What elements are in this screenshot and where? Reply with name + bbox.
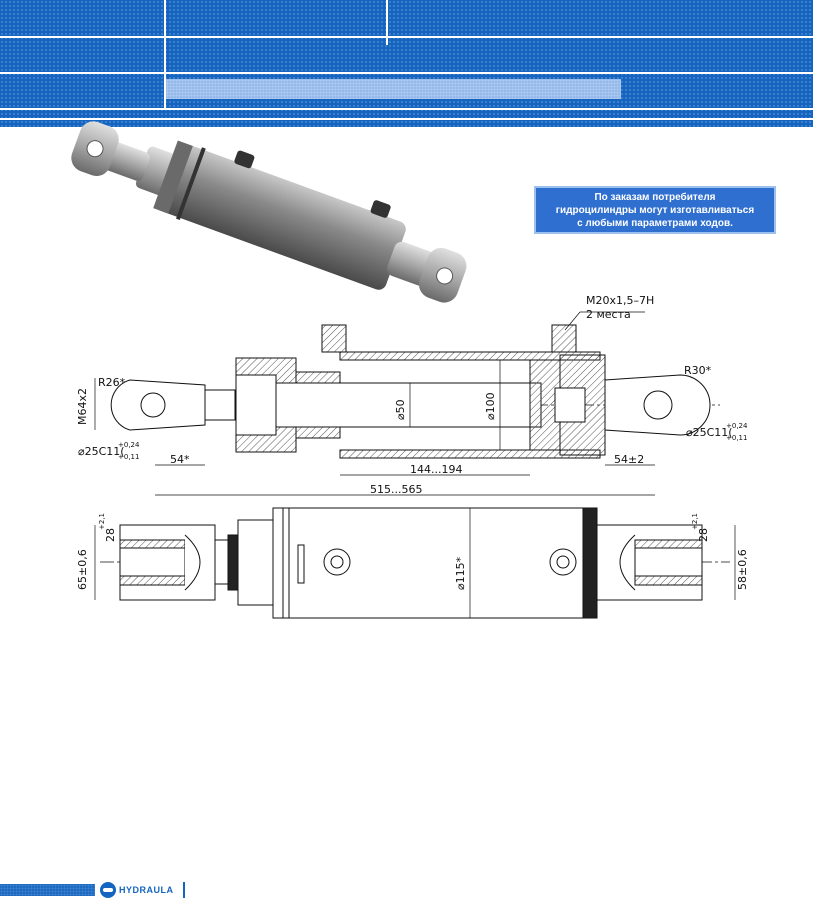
cylinder-3d-render bbox=[71, 121, 467, 303]
header-divider bbox=[0, 36, 813, 38]
dim-left-eye: 54* bbox=[170, 453, 190, 466]
notice-line: По заказам потребителя bbox=[594, 191, 716, 203]
header-divider bbox=[0, 118, 813, 120]
dim-slot-right: 28 bbox=[697, 528, 710, 542]
dim-pin-left-tol-plus: +0,24 bbox=[118, 441, 140, 449]
outline-view bbox=[94, 507, 736, 619]
dim-right-radius: R30* bbox=[684, 364, 712, 377]
header-band bbox=[0, 0, 813, 127]
dim-pin-left: ⌀25C11( bbox=[78, 445, 125, 458]
dim-right-eye: 54±2 bbox=[614, 453, 644, 466]
dim-stroke: 144...194 bbox=[410, 463, 462, 476]
footer-separator bbox=[182, 882, 185, 898]
dim-left-width: 65±0,6 bbox=[76, 549, 89, 590]
dim-port-thread: M20x1,5–7H bbox=[586, 294, 654, 307]
dim-total-length: 515...565 bbox=[370, 483, 422, 496]
brand-logo-text: HYDRAULA bbox=[119, 885, 174, 895]
header-highlight-bar bbox=[166, 79, 621, 99]
header-divider bbox=[0, 108, 813, 110]
section-view bbox=[94, 311, 720, 496]
brand-logo: HYDRAULA bbox=[100, 882, 185, 898]
dim-right-width: 58±0,6 bbox=[736, 549, 749, 590]
dim-port-count: 2 места bbox=[586, 308, 631, 321]
dim-pin-left-tol-minus: +0,11 bbox=[118, 453, 139, 461]
dim-tube-diameter: ⌀115* bbox=[454, 556, 467, 590]
custom-stroke-notice: По заказам потребителя гидроцилиндры мог… bbox=[534, 186, 776, 234]
header-cell-border bbox=[386, 0, 388, 45]
dim-pin-right: ⌀25C11( bbox=[686, 426, 733, 439]
notice-line: гидроцилиндры могут изготавливаться bbox=[555, 204, 755, 216]
dim-slot-right-tol: +2,1 bbox=[691, 513, 699, 530]
dim-rod-diameter: ⌀50 bbox=[394, 399, 407, 420]
footer-bar bbox=[0, 884, 95, 896]
header-cell-border bbox=[164, 0, 166, 108]
brand-logo-icon bbox=[100, 882, 116, 898]
dim-bore-diameter: ⌀100 bbox=[484, 392, 497, 420]
dim-pin-right-tol-plus: +0,24 bbox=[726, 422, 748, 430]
dim-pin-right-tol-minus: +0,11 bbox=[726, 434, 747, 442]
notice-line: с любыми параметрами ходов. bbox=[577, 217, 733, 229]
dim-rod-thread: M64x2 bbox=[76, 388, 89, 425]
dim-slot-left-tol: +2,1 bbox=[98, 513, 106, 530]
header-divider bbox=[0, 72, 813, 74]
dim-left-radius: R26* bbox=[98, 376, 126, 389]
dim-slot-left: 28 bbox=[104, 528, 117, 542]
